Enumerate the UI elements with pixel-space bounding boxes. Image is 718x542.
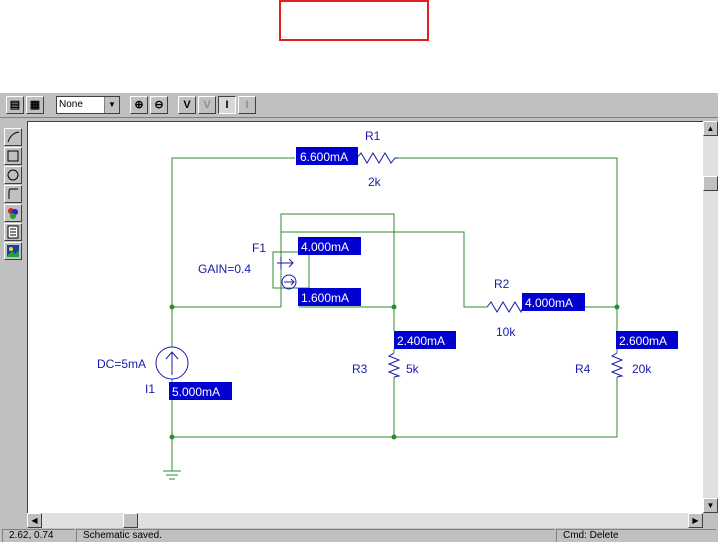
r2-name: R2 [494,277,510,291]
zoom-in-icon[interactable]: ⊕ [130,96,148,114]
drawing-tools [0,118,26,513]
image-tool-icon[interactable] [4,242,22,260]
voltage-display-icon[interactable]: V [198,96,216,114]
vertical-scroll-thumb[interactable] [703,176,718,191]
horizontal-scrollbar[interactable]: ◀ ▶ [27,513,703,528]
status-message: Schematic saved. [76,529,554,542]
r2-value: 10k [496,325,516,339]
draw-mode-icon[interactable]: ▦ [26,96,44,114]
toolbar: ▤ ▦ None ▼ ⊕ ⊖ V V I I [0,93,718,118]
i1-dc: DC=5mA [97,357,146,371]
junction [391,434,397,440]
f1-current-top: 4.000mA [301,240,349,254]
schematic-canvas[interactable]: R1 2k R2 10k R3 5k R4 20k F1 GAIN=0.4 DC… [27,121,704,514]
f1-current-bottom: 1.600mA [301,291,349,305]
status-command: Cmd: Delete [556,529,716,542]
r3-resistor-icon[interactable] [387,352,401,378]
r3-name: R3 [352,362,368,376]
status-coords: 2.62, 0.74 [2,529,74,542]
status-bar: 2.62, 0.74 Schematic saved. Cmd: Delete [0,528,718,542]
rectangle-tool-icon[interactable] [4,147,22,165]
i1-current: 5.000mA [172,385,220,399]
vertical-scrollbar[interactable]: ▲ ▼ [703,121,718,513]
r2-current: 4.000mA [525,296,573,310]
highlight-box [279,0,429,41]
zoom-select-value: None [59,99,83,110]
f1-gain: GAIN=0.4 [198,262,251,276]
f1-name: F1 [252,241,266,255]
chevron-down-icon: ▼ [104,97,119,113]
horizontal-scroll-thumb[interactable] [123,513,138,528]
r4-name: R4 [575,362,591,376]
current-badges: 6.600mA 4.000mA 1.600mA 4.000mA 2.400mA … [169,147,678,400]
r1-resistor-icon[interactable] [356,152,398,164]
scroll-corner [703,513,718,528]
r3-value: 5k [406,362,420,376]
voltage-probe-icon[interactable]: V [178,96,196,114]
scroll-right-icon[interactable]: ▶ [688,513,703,528]
junction [169,304,175,310]
r3-current: 2.400mA [397,334,445,348]
r4-value: 20k [632,362,652,376]
current-source-icon[interactable] [155,346,189,380]
text-tool-icon[interactable] [4,223,22,241]
cccs-icon[interactable] [277,257,297,290]
junction [614,304,620,310]
current-probe-icon[interactable]: I [238,96,256,114]
arc-tool-icon[interactable] [4,185,22,203]
circle-tool-icon[interactable] [4,166,22,184]
current-display-icon[interactable]: I [218,96,236,114]
scroll-up-icon[interactable]: ▲ [703,121,718,136]
r1-current: 6.600mA [300,150,348,164]
r1-name: R1 [365,129,381,143]
line-tool-icon[interactable] [4,128,22,146]
scroll-down-icon[interactable]: ▼ [703,498,718,513]
r4-current: 2.600mA [619,334,667,348]
zoom-out-icon[interactable]: ⊖ [150,96,168,114]
r2-resistor-icon[interactable] [486,301,524,314]
junctions [169,304,620,440]
new-schematic-icon[interactable]: ▤ [6,96,24,114]
wires [163,157,618,480]
junction [169,434,175,440]
r4-resistor-icon[interactable] [610,352,624,378]
r1-value: 2k [368,175,382,189]
i1-name: I1 [145,382,155,396]
color-tool-icon[interactable] [4,204,22,222]
zoom-select[interactable]: None ▼ [56,96,120,114]
scroll-left-icon[interactable]: ◀ [27,513,42,528]
junction [391,304,397,310]
